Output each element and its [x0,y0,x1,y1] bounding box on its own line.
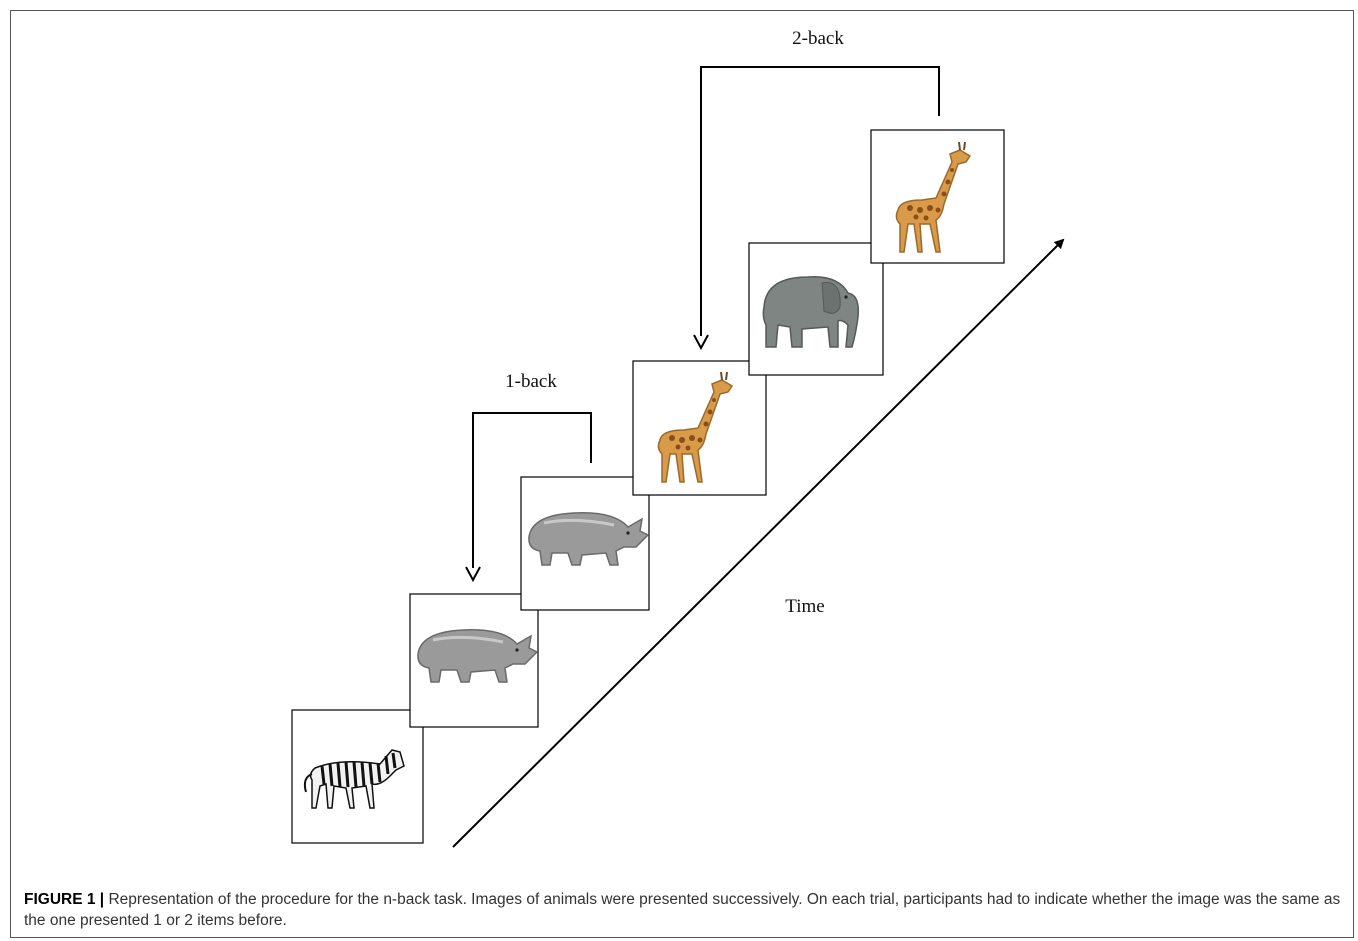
two-back-label: 2-back [792,28,844,49]
stimulus-card-5 [748,242,884,376]
stimulus-card-4 [632,360,767,496]
stimulus-card-2 [409,593,539,728]
time-arrow [452,238,1065,848]
one-back-bracket [465,412,592,583]
one-back-label: 1-back [505,371,557,392]
time-label: Time [785,596,824,617]
two-back-bracket [693,66,940,351]
stimulus-card-3 [520,476,650,611]
figure-caption: FIGURE 1 | Representation of the procedu… [24,889,1342,931]
stimulus-card-1 [291,709,424,844]
figure-label: FIGURE 1 | [24,891,105,908]
figure-frame [10,10,1354,938]
caption-text: Representation of the procedure for the … [24,891,1341,929]
stimulus-card-6 [870,129,1005,264]
n-back-diagram: Time 1-back 2-back [291,28,1065,848]
